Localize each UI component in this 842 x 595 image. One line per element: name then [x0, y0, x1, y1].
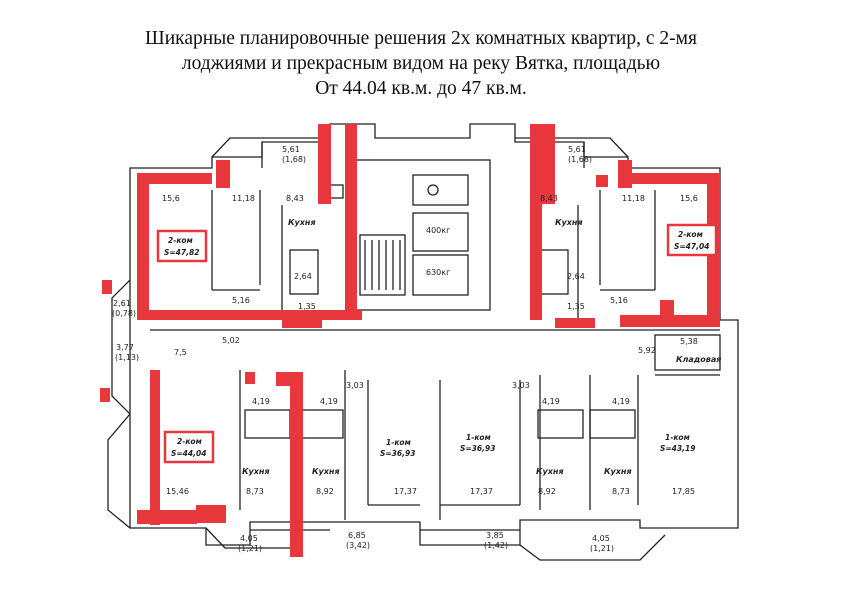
apt-type-label: 1-ком — [665, 433, 690, 442]
room-area: 4,19 — [612, 397, 630, 406]
room-area: 8,43 — [540, 194, 558, 203]
room-area: (1,42) — [484, 541, 508, 550]
room-area: 1,35 — [567, 302, 585, 311]
room-area: 4,19 — [542, 397, 560, 406]
apt-top-left: 2-ком S=47,82 — [156, 229, 208, 263]
room-area: 4,05 — [592, 534, 610, 543]
room-area: 5,16 — [232, 296, 250, 305]
room-area: 15,46 — [166, 487, 189, 496]
page-title: Шикарные планировочные решения 2х комнат… — [0, 26, 842, 101]
room-area: 8,92 — [316, 487, 334, 496]
room-area: (1,13) — [115, 353, 139, 362]
title-line-1: Шикарные планировочные решения 2х комнат… — [145, 28, 697, 49]
room-area: (1,21) — [238, 544, 262, 553]
room-area: 17,37 — [394, 487, 417, 496]
apt-type-label: 2-ком — [678, 230, 703, 239]
room-area: 8,92 — [538, 487, 556, 496]
room-area: 8,73 — [612, 487, 630, 496]
kitchen-label: Кухня — [242, 467, 270, 476]
apt-type-label: 2-ком — [177, 437, 202, 446]
room-area: 2,64 — [567, 272, 585, 281]
room-area: (0,78) — [112, 309, 136, 318]
room-area: 3,03 — [346, 381, 364, 390]
apt-area-label: S=36,93 — [380, 449, 415, 458]
room-area: (1,68) — [282, 155, 306, 164]
apt-bottom-left: 2-ком S=44,04 — [163, 430, 215, 464]
apt-top-right: 2-ком S=47,04 — [666, 223, 718, 257]
room-area: 3,85 — [486, 531, 504, 540]
apt-type-label: 1-ком — [466, 433, 491, 442]
room-area: 15,6 — [162, 194, 180, 203]
lift-label: 400кг — [426, 226, 450, 235]
room-area: 5,92 — [638, 346, 656, 355]
room-area: 3,03 — [512, 381, 530, 390]
highlight-walls — [100, 124, 720, 557]
apt-area-label: S=44,04 — [171, 449, 206, 458]
room-area: 15,6 — [680, 194, 698, 203]
title-line-3: От 44.04 кв.м. до 47 кв.м. — [315, 78, 527, 99]
room-area: 4,19 — [320, 397, 338, 406]
room-area: 8,73 — [246, 487, 264, 496]
storage-label: Кладовая — [676, 355, 721, 364]
room-area: 5,61 — [568, 145, 586, 154]
room-area: 3,77 — [116, 343, 134, 352]
kitchen-label: Кухня — [555, 218, 583, 227]
room-area: 4,05 — [240, 534, 258, 543]
kitchen-label: Кухня — [604, 467, 632, 476]
kitchen-label: Кухня — [288, 218, 316, 227]
room-area: 17,85 — [672, 487, 695, 496]
room-area: 8,43 — [286, 194, 304, 203]
room-area: (3,42) — [346, 541, 370, 550]
room-area: 5,16 — [610, 296, 628, 305]
room-area: (1,68) — [568, 155, 592, 164]
room-area: 17,37 — [470, 487, 493, 496]
room-area: 5,61 — [282, 145, 300, 154]
lift-label: 630кг — [426, 268, 450, 277]
apt-area-label: S=47,04 — [674, 242, 709, 251]
walls — [107, 123, 739, 561]
room-area: 5,38 — [680, 337, 698, 346]
room-area: (1,21) — [590, 544, 614, 553]
apt-type-label: 2-ком — [168, 236, 193, 245]
room-area: 6,85 — [348, 531, 366, 540]
room-area: 2,64 — [294, 272, 312, 281]
title-line-2: лоджиями и прекрасным видом на реку Вятк… — [181, 53, 661, 74]
room-area: 4,19 — [252, 397, 270, 406]
room-labels: 15,6 11,18 8,43 5,61 (1,68) Кухня 2,64 1… — [112, 145, 721, 553]
room-area: 7,5 — [174, 348, 187, 357]
apartment-labels: 2-ком S=47,82 2-ком S=47,04 2-ком S=44,0… — [156, 223, 718, 464]
apt-area-label: S=43,19 — [660, 444, 695, 453]
room-area: 1,35 — [298, 302, 316, 311]
kitchen-label: Кухня — [536, 467, 564, 476]
apt-area-label: S=47,82 — [164, 248, 199, 257]
room-area: 11,18 — [232, 194, 255, 203]
room-area: 11,18 — [622, 194, 645, 203]
room-area: 2,61 — [113, 299, 131, 308]
apt-area-label: S=36,93 — [460, 444, 495, 453]
apt-type-label: 1-ком — [386, 438, 411, 447]
room-area: 5,02 — [222, 336, 240, 345]
kitchen-label: Кухня — [312, 467, 340, 476]
